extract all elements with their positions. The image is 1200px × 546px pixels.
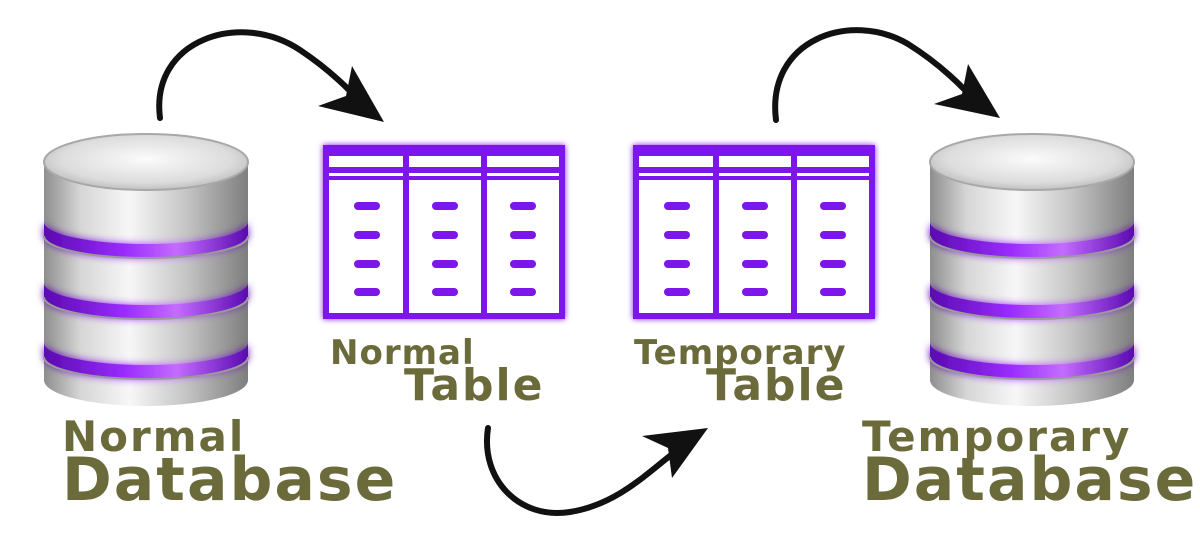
temporary-table-icon	[633, 145, 875, 319]
normal-table-icon	[323, 145, 565, 319]
temporary-database-label-line2: Database	[862, 445, 1198, 515]
normal-table-label-line2: Table	[404, 360, 545, 411]
temporary-database-icon	[929, 133, 1135, 406]
normal-database-label-line1: Normal	[62, 412, 246, 461]
curved-arrow-icon	[483, 425, 708, 517]
temporary-database-label-line1: Temporary	[862, 412, 1132, 461]
temporary-table-label-line2: Table	[706, 360, 847, 411]
curved-arrow-icon	[772, 27, 1000, 123]
normal-table-label-line1: Normal	[330, 333, 475, 373]
normal-database-icon	[43, 133, 249, 406]
normal-database-label-line2: Database	[62, 445, 398, 515]
curved-arrow-icon	[156, 29, 384, 122]
temporary-table-label-line1: Temporary	[634, 333, 847, 373]
